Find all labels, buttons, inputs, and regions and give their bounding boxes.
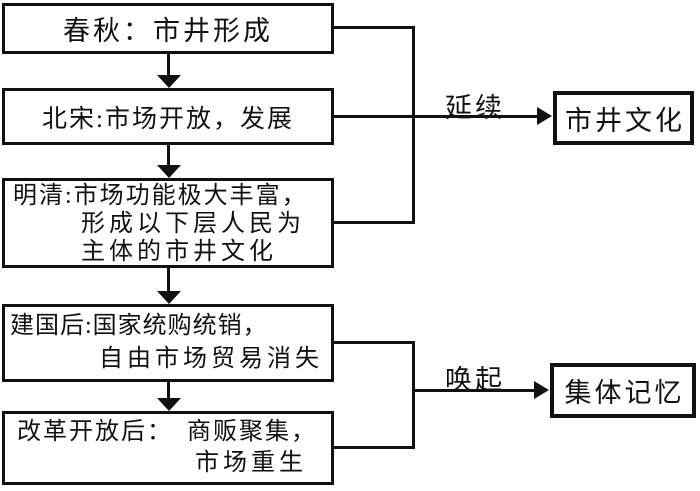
bracket-top-stub3 [333,221,415,224]
box-gaige-line2: 市场重生 [195,450,307,476]
box-collective-memory-label: 集体记忆 [564,378,685,408]
connector-line-1 [167,54,170,77]
evoke-arrow-line [413,389,534,392]
box-chunqiu-label: 春秋：市井形成 [63,16,273,46]
box-jianguo-line1: 建国后:国家统购统销， [10,313,268,339]
arrow-down-icon [157,398,181,411]
arrow-right-icon [534,381,549,399]
bracket-top-vertical [412,26,415,223]
arrow-down-icon [157,291,181,304]
arrow-right-icon [537,107,552,125]
box-beisong-label: 北宋:市场开放，发展 [42,105,294,133]
bracket-top-stub1 [334,26,415,29]
box-shijing-culture-label: 市井文化 [565,105,685,136]
box-mingqing-line2: 形成以下层人民为 [81,211,305,237]
continue-arrow-line [333,115,537,118]
box-collective-memory: 集体记忆 [550,363,696,418]
box-jianguo-line2: 自由市场贸易消失 [99,346,323,372]
box-mingqing-line3: 主体的市井文化 [81,239,277,265]
box-gaige-line1: 改革开放后： 商贩聚集， [17,419,317,445]
connector-line-4 [167,382,170,399]
box-gaige: 改革开放后： 商贩聚集， 市场重生 [2,411,334,485]
bracket-bottom-stub5 [334,446,415,449]
bracket-bottom-vertical [412,341,415,449]
box-mingqing: 明清:市场功能极大丰富， 形成以下层人民为 主体的市井文化 [2,178,334,268]
edge-label-continue: 延续 [445,93,505,123]
edge-label-evoke: 唤起 [445,365,505,395]
bracket-bottom-stub4 [334,341,415,344]
connector-line-2 [167,145,170,166]
box-jianguo: 建国后:国家统购统销， 自由市场贸易消失 [2,304,334,382]
connector-line-3 [167,268,170,292]
arrow-down-icon [157,165,181,178]
box-chunqiu: 春秋：市井形成 [2,3,334,54]
arrow-down-icon [157,75,181,88]
box-shijing-culture: 市井文化 [553,91,694,145]
box-beisong: 北宋:市场开放，发展 [2,88,334,145]
box-mingqing-line1: 明清:市场功能极大丰富， [13,183,308,209]
